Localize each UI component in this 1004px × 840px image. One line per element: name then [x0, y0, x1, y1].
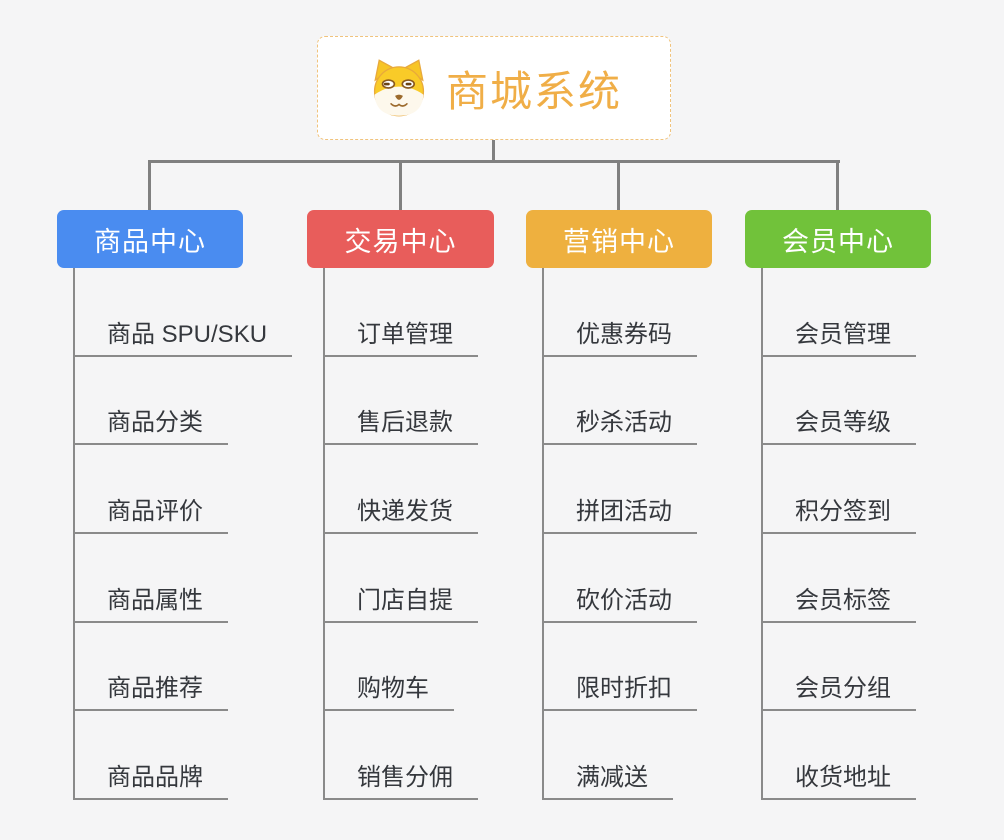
- shiba-dog-icon: [373, 59, 425, 117]
- leaf-node[interactable]: 商品品牌: [75, 711, 228, 800]
- connector-drop-branch-4: [836, 160, 839, 210]
- leaf-node[interactable]: 快递发货: [325, 445, 478, 534]
- root-node-mall-system[interactable]: 商城系统: [317, 36, 671, 140]
- leaf-node[interactable]: 门店自提: [325, 534, 478, 623]
- branch-node-marketing-center[interactable]: 营销中心: [526, 210, 712, 268]
- leaf-node[interactable]: 商品评价: [75, 445, 228, 534]
- leaf-label: 销售分佣: [357, 763, 453, 791]
- leaf-label: 商品分类: [107, 409, 203, 437]
- leaf-label: 会员等级: [795, 409, 891, 437]
- leaf-node[interactable]: 商品属性: [75, 534, 228, 623]
- leaf-label: 商品属性: [107, 586, 203, 614]
- leaf-node[interactable]: 会员分组: [763, 623, 916, 712]
- leaf-node[interactable]: 会员管理: [763, 268, 916, 357]
- leaf-label: 商品推荐: [107, 675, 203, 703]
- branch-children-product-center: 商品 SPU/SKU 商品分类 商品评价 商品属性 商品推荐 商品品牌: [73, 268, 293, 800]
- root-node-title: 商城系统: [445, 67, 622, 115]
- leaf-label: 收货地址: [795, 763, 891, 791]
- leaf-node[interactable]: 售后退款: [325, 357, 478, 446]
- connector-drop-branch-2: [399, 160, 402, 210]
- leaf-node[interactable]: 限时折扣: [544, 623, 697, 712]
- connector-drop-branch-3: [617, 160, 620, 210]
- leaf-label: 积分签到: [795, 497, 891, 525]
- branch-node-member-center[interactable]: 会员中心: [745, 210, 931, 268]
- leaf-node[interactable]: 商品推荐: [75, 623, 228, 712]
- leaf-label: 限时折扣: [576, 675, 672, 703]
- connector-drop-branch-1: [148, 160, 151, 210]
- leaf-label: 订单管理: [357, 320, 453, 348]
- leaf-node[interactable]: 商品 SPU/SKU: [75, 268, 293, 357]
- leaf-label: 会员分组: [795, 675, 891, 703]
- leaf-label: 满减送: [576, 763, 648, 791]
- branch-children-marketing-center: 优惠券码 秒杀活动 拼团活动 砍价活动 限时折扣 满减送: [542, 268, 697, 800]
- leaf-node[interactable]: 会员标签: [763, 534, 916, 623]
- connector-root-stem: [492, 140, 495, 163]
- leaf-label: 商品品牌: [107, 763, 203, 791]
- leaf-label: 秒杀活动: [576, 409, 672, 437]
- branch-children-trade-center: 订单管理 售后退款 快递发货 门店自提 购物车 销售分佣: [323, 268, 478, 800]
- leaf-label: 优惠券码: [576, 320, 672, 348]
- leaf-node[interactable]: 拼团活动: [544, 445, 697, 534]
- leaf-label: 拼团活动: [576, 497, 672, 525]
- leaf-node[interactable]: 收货地址: [763, 711, 916, 800]
- leaf-node[interactable]: 会员等级: [763, 357, 916, 446]
- leaf-label: 门店自提: [357, 586, 453, 614]
- leaf-label: 会员标签: [795, 586, 891, 614]
- leaf-node[interactable]: 购物车: [325, 623, 454, 712]
- leaf-label: 商品评价: [107, 497, 203, 525]
- branch-node-product-center[interactable]: 商品中心: [57, 210, 243, 268]
- branch-node-trade-center[interactable]: 交易中心: [307, 210, 494, 268]
- leaf-label: 售后退款: [357, 409, 453, 437]
- leaf-label: 商品 SPU/SKU: [107, 320, 268, 348]
- leaf-node[interactable]: 商品分类: [75, 357, 228, 446]
- leaf-node[interactable]: 积分签到: [763, 445, 916, 534]
- leaf-label: 购物车: [357, 675, 429, 703]
- leaf-node[interactable]: 满减送: [544, 711, 673, 800]
- leaf-label: 砍价活动: [576, 586, 672, 614]
- leaf-node[interactable]: 砍价活动: [544, 534, 697, 623]
- connector-horizontal-bar: [149, 160, 840, 163]
- leaf-node[interactable]: 优惠券码: [544, 268, 697, 357]
- leaf-node[interactable]: 订单管理: [325, 268, 478, 357]
- leaf-node[interactable]: 秒杀活动: [544, 357, 697, 446]
- leaf-node[interactable]: 销售分佣: [325, 711, 478, 800]
- leaf-label: 会员管理: [795, 320, 891, 348]
- branch-children-member-center: 会员管理 会员等级 积分签到 会员标签 会员分组 收货地址: [761, 268, 916, 800]
- leaf-label: 快递发货: [357, 497, 453, 525]
